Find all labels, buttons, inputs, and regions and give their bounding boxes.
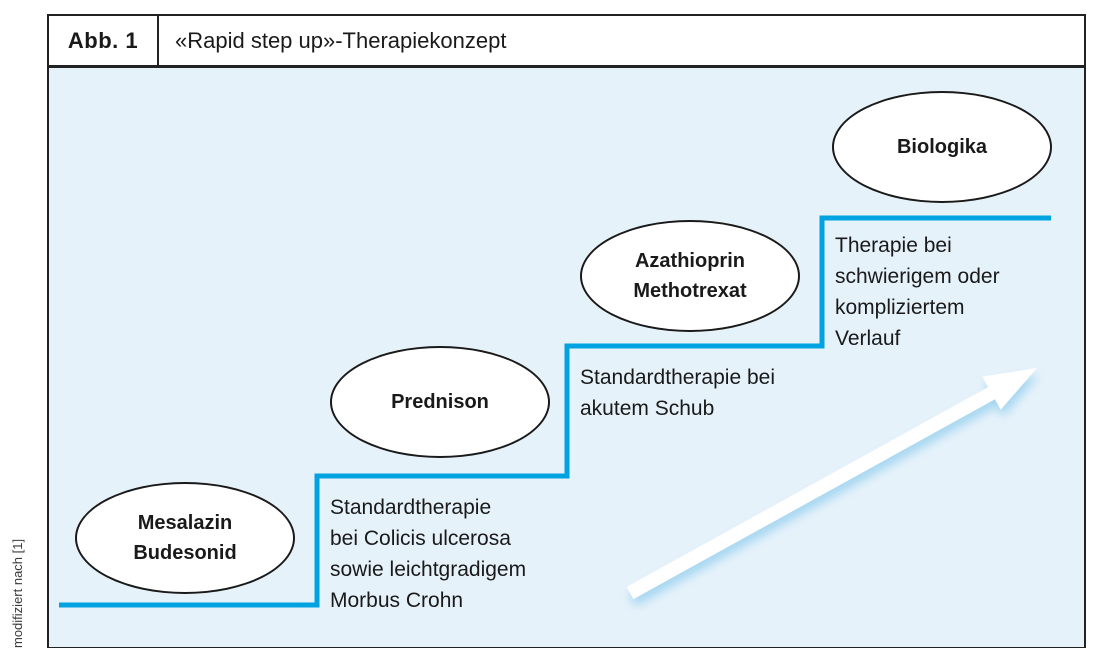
step-line: [59, 215, 1051, 608]
therapy-ellipse-prednison: Prednison: [330, 346, 550, 458]
step-note-komplizierter-verlauf: Therapie bei schwierigem oder komplizier…: [835, 234, 1000, 350]
figure-title: «Rapid step up»-Therapiekonzept: [175, 27, 507, 53]
therapy-ellipse-azathioprin-methotrexat: Azathioprin Methotrexat: [580, 220, 800, 332]
figure-frame: Abb. 1 «Rapid step up»-Therapiekonzept M…: [47, 14, 1086, 648]
figure-label: Abb. 1: [49, 16, 159, 65]
step-note-standardtherapie-colitis: Standardtherapie bei Colicis ulcerosa so…: [330, 496, 527, 612]
upward-arrow: [626, 368, 1037, 600]
therapy-ellipse-biologika: Biologika: [832, 91, 1052, 203]
diagram-graphics: [59, 215, 1051, 608]
diagram-panel: Mesalazin Budesonid Prednison Azathiopri…: [49, 68, 1084, 647]
figure-credit: modifiziert nach [1]: [10, 538, 25, 648]
figure-header: Abb. 1 «Rapid step up»-Therapiekonzept: [49, 16, 1084, 68]
therapy-ellipse-mesalazin-budesonid: Mesalazin Budesonid: [75, 482, 295, 594]
step-note-akuter-schub: Standardtherapie bei akutem Schub: [580, 366, 775, 420]
